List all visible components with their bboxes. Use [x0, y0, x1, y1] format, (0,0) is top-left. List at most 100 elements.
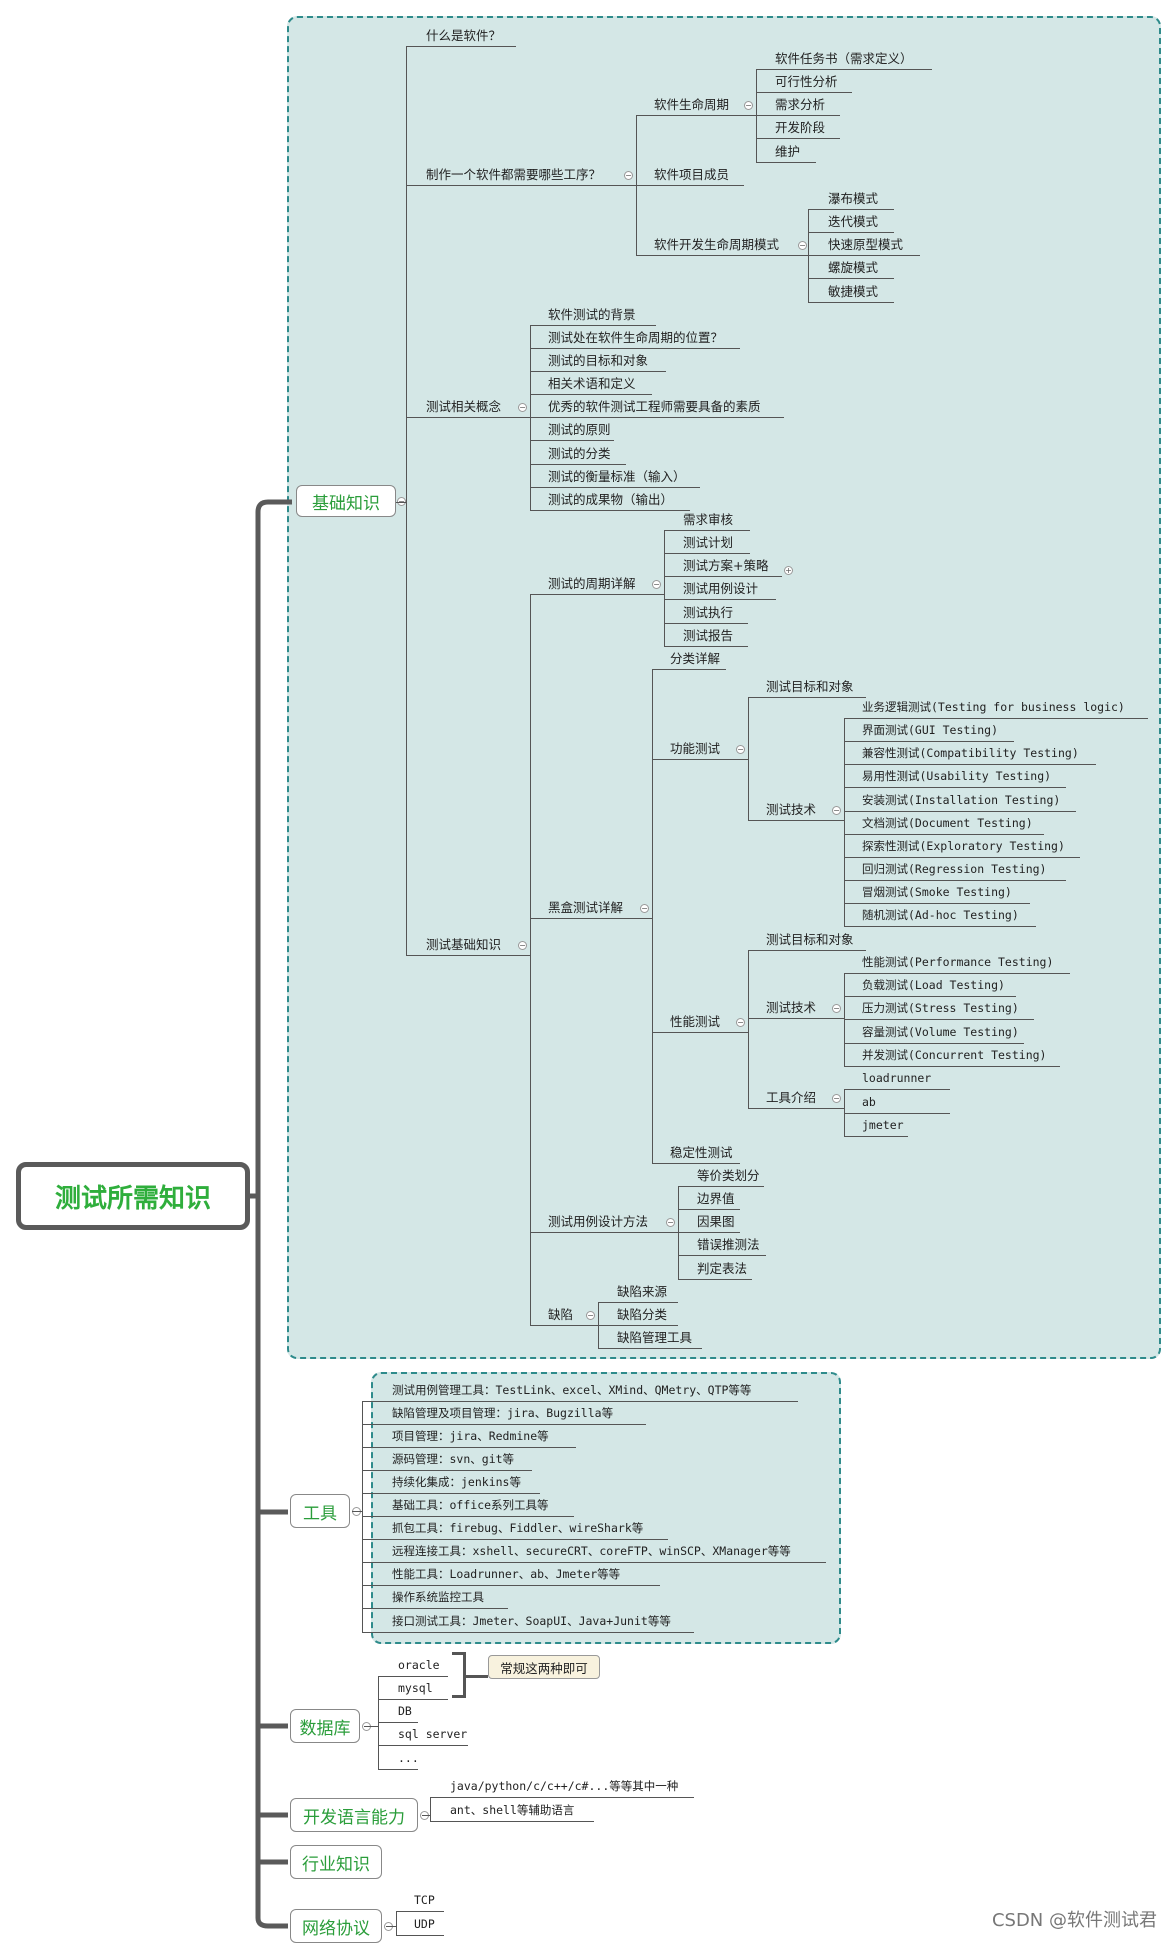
node-cycle-item[interactable]: 测试计划	[683, 535, 734, 550]
collapse-icon[interactable]: −	[832, 1094, 841, 1103]
node-model-item[interactable]: 敏捷模式	[828, 284, 879, 299]
node-concept-item[interactable]: 测试处在软件生命周期的位置？	[548, 330, 724, 345]
node-tool-item[interactable]: 项目管理：jira、Redmine等	[392, 1429, 549, 1443]
node-defect-item[interactable]: 缺陷来源	[617, 1284, 668, 1299]
node-performance[interactable]: 性能测试	[670, 1014, 721, 1029]
node-db-item[interactable]: DB	[398, 1704, 412, 1718]
node-perf-tool-item[interactable]: jmeter	[862, 1118, 904, 1132]
node-func-tech-item[interactable]: 随机测试(Ad-hoc Testing)	[862, 908, 1019, 922]
summary-note[interactable]: 常规这两种即可	[488, 1655, 600, 1679]
collapse-icon[interactable]: −	[518, 941, 527, 950]
collapse-icon[interactable]: −	[832, 1004, 841, 1013]
node-stability[interactable]: 稳定性测试	[670, 1145, 733, 1160]
node-cycle-item[interactable]: 需求审核	[683, 512, 734, 527]
node-concept-item[interactable]: 软件测试的背景	[548, 307, 636, 322]
node-func-tech-item[interactable]: 安装测试(Installation Testing)	[862, 793, 1061, 807]
node-tool-item[interactable]: 操作系统监控工具	[392, 1590, 484, 1604]
node-dev-models[interactable]: 软件开发生命周期模式	[654, 237, 780, 252]
topic-tools[interactable]: 工具	[290, 1494, 350, 1528]
node-defect-item[interactable]: 缺陷管理工具	[617, 1330, 693, 1345]
collapse-icon[interactable]: −	[652, 580, 661, 589]
node-perf-tech[interactable]: 测试技术	[766, 1000, 817, 1015]
node-tool-item[interactable]: 测试用例管理工具：TestLink、excel、XMind、QMetry、QTP…	[392, 1383, 752, 1397]
node-func-tech[interactable]: 测试技术	[766, 802, 817, 817]
node-tool-item[interactable]: 持续化集成：jenkins等	[392, 1475, 521, 1489]
collapse-icon[interactable]: −	[397, 497, 406, 506]
expand-icon[interactable]: +	[784, 566, 793, 575]
node-func-target[interactable]: 测试目标和对象	[766, 679, 854, 694]
node-case-item[interactable]: 边界值	[697, 1191, 735, 1206]
topic-industry[interactable]: 行业知识	[290, 1845, 382, 1879]
node-what-is-software[interactable]: 什么是软件？	[426, 28, 502, 43]
collapse-icon[interactable]: −	[624, 171, 633, 180]
node-perf-tool-item[interactable]: ab	[862, 1095, 876, 1109]
node-concept-item[interactable]: 测试的原则	[548, 422, 611, 437]
node-func-tech-item[interactable]: 兼容性测试(Compatibility Testing)	[862, 746, 1079, 760]
node-func-tech-item[interactable]: 业务逻辑测试(Testing for business logic)	[862, 700, 1125, 714]
collapse-icon[interactable]: −	[586, 1311, 595, 1320]
node-lifecycle-item[interactable]: 开发阶段	[775, 120, 826, 135]
node-perf-target[interactable]: 测试目标和对象	[766, 932, 854, 947]
collapse-icon[interactable]: −	[832, 806, 841, 815]
node-perf-tech-item[interactable]: 负载测试(Load Testing)	[862, 978, 1005, 992]
node-perf-tech-item[interactable]: 并发测试(Concurrent Testing)	[862, 1048, 1047, 1062]
node-perf-tech-item[interactable]: 压力测试(Stress Testing)	[862, 1001, 1019, 1015]
node-func-tech-item[interactable]: 回归测试(Regression Testing)	[862, 862, 1047, 876]
collapse-icon[interactable]: −	[640, 904, 649, 913]
node-cycle-item[interactable]: 测试报告	[683, 628, 734, 643]
node-cycle-item[interactable]: 测试方案+策略	[683, 558, 769, 573]
node-func-tech-item[interactable]: 冒烟测试(Smoke Testing)	[862, 885, 1012, 899]
collapse-icon[interactable]: −	[798, 241, 807, 250]
node-func-tech-item[interactable]: 易用性测试(Usability Testing)	[862, 769, 1052, 783]
node-lang-item[interactable]: ant、shell等辅助语言	[450, 1803, 575, 1817]
node-perf-tools[interactable]: 工具介绍	[766, 1090, 817, 1105]
node-test-concepts[interactable]: 测试相关概念	[426, 399, 502, 414]
node-concept-item[interactable]: 测试的衡量标准（输入）	[548, 469, 686, 484]
node-category[interactable]: 分类详解	[670, 651, 721, 666]
topic-dev-lang[interactable]: 开发语言能力	[290, 1798, 418, 1832]
node-tool-item[interactable]: 缺陷管理及项目管理：jira、Bugzilla等	[392, 1406, 614, 1420]
node-db-item[interactable]: mysql	[398, 1681, 433, 1695]
node-net-item[interactable]: UDP	[414, 1917, 435, 1931]
node-tool-item[interactable]: 接口测试工具：Jmeter、SoapUI、Java+Junit等等	[392, 1614, 671, 1628]
node-model-item[interactable]: 快速原型模式	[828, 237, 904, 252]
node-func-tech-item[interactable]: 探索性测试(Exploratory Testing)	[862, 839, 1065, 853]
node-lifecycle[interactable]: 软件生命周期	[654, 97, 730, 112]
node-tool-item[interactable]: 性能工具：Loadrunner、ab、Jmeter等等	[392, 1567, 621, 1581]
node-blackbox[interactable]: 黑盒测试详解	[548, 900, 624, 915]
node-concept-item[interactable]: 测试的分类	[548, 446, 611, 461]
node-concept-item[interactable]: 相关术语和定义	[548, 376, 636, 391]
node-model-item[interactable]: 迭代模式	[828, 214, 879, 229]
topic-network[interactable]: 网络协议	[290, 1909, 382, 1943]
node-db-item[interactable]: sql server	[398, 1727, 468, 1741]
collapse-icon[interactable]: −	[744, 101, 753, 110]
node-model-item[interactable]: 螺旋模式	[828, 260, 879, 275]
node-db-item[interactable]: ...	[398, 1751, 419, 1765]
collapse-icon[interactable]: −	[736, 1018, 745, 1027]
node-net-item[interactable]: TCP	[414, 1893, 435, 1907]
node-defect[interactable]: 缺陷	[548, 1307, 574, 1322]
node-db-item[interactable]: oracle	[398, 1658, 440, 1672]
node-case-item[interactable]: 因果图	[697, 1214, 735, 1229]
node-perf-tech-item[interactable]: 性能测试(Performance Testing)	[862, 955, 1054, 969]
node-tool-item[interactable]: 源码管理：svn、git等	[392, 1452, 515, 1466]
node-perf-tool-item[interactable]: loadrunner	[862, 1071, 932, 1085]
node-case-item[interactable]: 等价类划分	[697, 1168, 760, 1183]
node-functional[interactable]: 功能测试	[670, 741, 721, 756]
node-lifecycle-item[interactable]: 可行性分析	[775, 74, 838, 89]
node-tool-item[interactable]: 远程连接工具：xshell、secureCRT、coreFTP、winSCP、X…	[392, 1544, 791, 1558]
root-topic[interactable]: 测试所需知识	[16, 1162, 250, 1230]
node-test-basics[interactable]: 测试基础知识	[426, 937, 502, 952]
node-lifecycle-item[interactable]: 软件任务书（需求定义）	[775, 51, 913, 66]
topic-database[interactable]: 数据库	[290, 1709, 360, 1743]
node-func-tech-item[interactable]: 界面测试(GUI Testing)	[862, 723, 999, 737]
node-lifecycle-item[interactable]: 维护	[775, 144, 801, 159]
collapse-icon[interactable]: −	[736, 745, 745, 754]
node-cycle-item[interactable]: 测试执行	[683, 605, 734, 620]
collapse-icon[interactable]: −	[666, 1218, 675, 1227]
node-tool-item[interactable]: 基础工具：office系列工具等	[392, 1498, 549, 1512]
node-test-cycle[interactable]: 测试的周期详解	[548, 576, 636, 591]
node-case-item[interactable]: 判定表法	[697, 1261, 748, 1276]
node-lifecycle-item[interactable]: 需求分析	[775, 97, 826, 112]
topic-basics[interactable]: 基础知识	[296, 485, 396, 517]
